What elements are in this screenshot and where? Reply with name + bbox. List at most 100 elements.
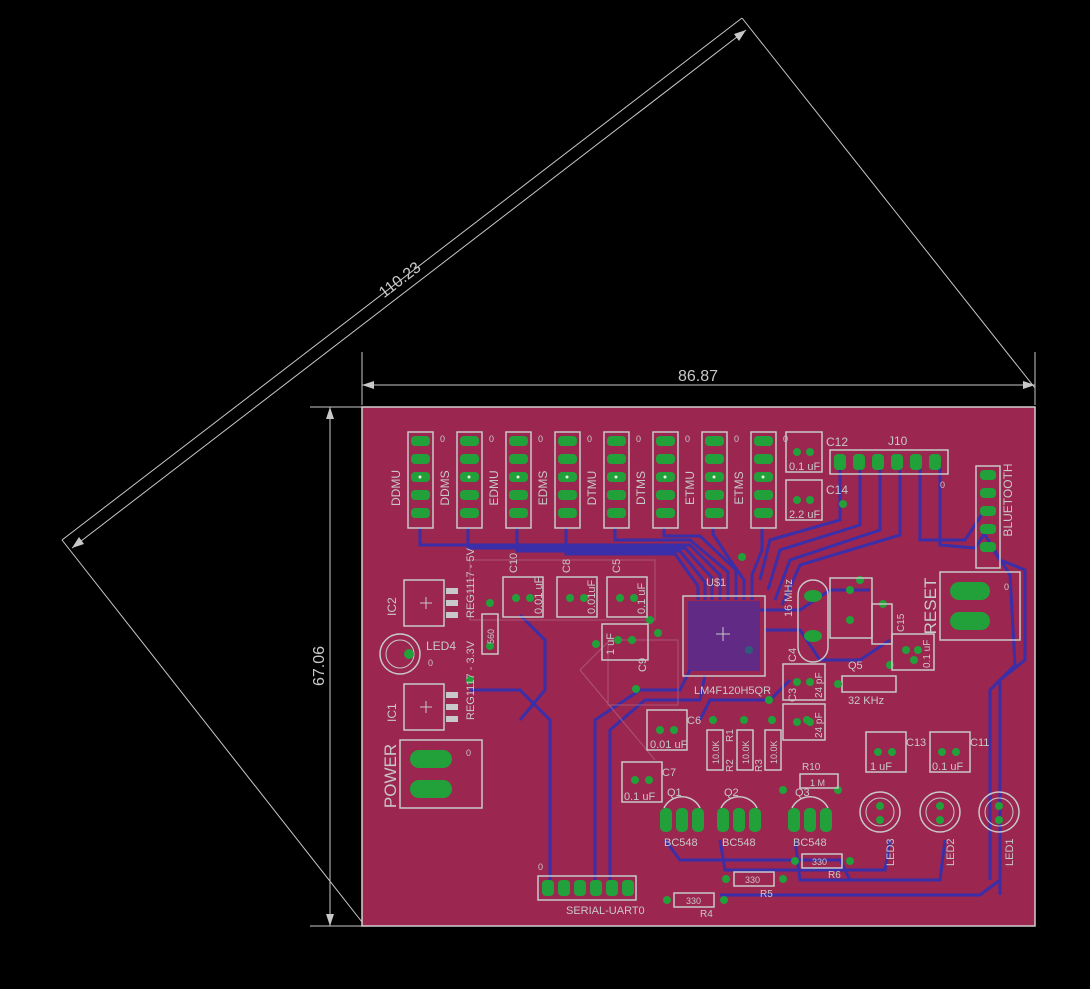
connector-bluetooth: BLUETOOTH <box>975 463 1015 569</box>
value-c8: 0.01uF <box>586 579 598 614</box>
type-q2: BC548 <box>722 837 756 849</box>
label-q1: Q1 <box>667 787 682 799</box>
label-r5: R5 <box>760 889 773 900</box>
component-c4: C4 24 pF <box>782 648 826 701</box>
label-led3: LED3 <box>885 838 897 866</box>
component-led3: LED3 <box>859 791 901 866</box>
label-c11: C11 <box>970 737 989 749</box>
switch-reset: RESET 0 <box>921 571 1021 641</box>
pin-label: 0 <box>587 434 592 444</box>
value-c12: 0.1 uF <box>789 461 820 473</box>
cap-cluster-right: C15 0.1 uF <box>829 577 935 671</box>
label-mcu: LM4F120H5QR <box>694 685 771 697</box>
header-edms: EDMS 0 <box>536 431 592 529</box>
label-c9: C9 <box>637 658 649 672</box>
header-label-dtmu: DTMU <box>585 471 599 506</box>
component-r5: 330 R5 <box>722 871 787 900</box>
value-r2: 10.0K <box>741 740 751 764</box>
value-c14: 2.2 uF <box>789 509 820 521</box>
diagonal-extension-c <box>61 539 363 923</box>
label-ic2: IC2 <box>385 597 399 616</box>
label-r4: R4 <box>700 909 713 920</box>
type-q1: BC548 <box>664 837 698 849</box>
connector-serial-uart0: SERIAL-UART0 0 <box>537 862 645 917</box>
value-c9: 1 uF <box>605 633 617 655</box>
component-r1: 10.0K R1 R2 <box>706 729 736 772</box>
label-q5: Q5 <box>848 660 863 672</box>
component-r-led4: 560 <box>481 613 499 655</box>
arrow-height-top <box>326 407 334 419</box>
arrow-diagonal-top <box>734 30 746 41</box>
value-r-led4: 560 <box>486 629 496 644</box>
label-led1: LED1 <box>1004 838 1016 866</box>
header-ddmu: DDMU 0 <box>389 431 445 529</box>
label-c10: C10 <box>508 553 520 573</box>
header-label-etmu: ETMU <box>683 471 697 505</box>
header-dtmu: DTMU 0 <box>585 431 641 529</box>
label-r2: R2 <box>725 759 736 772</box>
diagonal-extension-b <box>741 17 1036 389</box>
header-label-dtms: DTMS <box>634 471 648 505</box>
value-r10: 1 M <box>810 778 825 788</box>
label-r6: R6 <box>828 870 841 881</box>
header-label-etms: ETMS <box>732 471 746 504</box>
label-c6: C6 <box>687 715 701 727</box>
value-c4: 24 pF <box>814 672 825 698</box>
component-c9: 1 uF C9 <box>601 623 649 672</box>
label-reg33: REG1117 - 3.3V <box>465 640 477 720</box>
component-led4: LED4 0 <box>379 633 456 675</box>
dimension-arrows <box>72 30 1035 926</box>
component-c7: C7 0.1 uF <box>621 761 676 803</box>
component-c5: C5 0.1 uF <box>606 559 648 618</box>
label-ic1: IC1 <box>385 703 399 722</box>
width-dimension-text: 86.87 <box>678 368 718 385</box>
value-r3: 10.0K <box>769 740 779 764</box>
label-r1: R1 <box>725 729 736 742</box>
component-r4: 330 R4 <box>663 892 728 920</box>
label-q2: Q2 <box>724 787 739 799</box>
label-c8: C8 <box>561 559 573 573</box>
label-q3: Q3 <box>795 787 810 799</box>
crystal-32khz: Q5 32 KHz <box>834 660 897 707</box>
label-c12: C12 <box>826 435 848 449</box>
header-edmu: EDMU 0 <box>487 431 543 529</box>
label-r3: R3 <box>754 759 765 772</box>
pin-uart: 0 <box>538 862 543 872</box>
transistor-q2: Q2 BC548 <box>717 787 761 849</box>
component-r10: R10 1 M <box>799 762 839 789</box>
header-label-edmu: EDMU <box>487 470 501 505</box>
header-label-edms: EDMS <box>536 471 550 506</box>
arrow-width-left <box>362 381 374 389</box>
header-dtms: DTMS 0 <box>634 431 690 529</box>
component-c13: C13 1 uF <box>865 731 926 773</box>
value-c5: 0.1 uF <box>636 583 648 614</box>
header-columns: DDMU 0 DDMS 0 EDMU 0 <box>389 431 788 529</box>
component-c14: C14 2.2 uF <box>785 479 848 521</box>
component-r3: 10.0K <box>764 729 782 771</box>
component-c10: C10 0.01 uF <box>502 553 545 618</box>
label-reset: RESET <box>921 578 940 635</box>
label-xtal-32: 32 KHz <box>848 695 884 707</box>
label-c3: C3 <box>787 688 799 702</box>
label-xtal-16: 16 MHz <box>783 579 795 617</box>
label-j10: J10 <box>888 434 908 448</box>
label-uart: SERIAL-UART0 <box>566 905 645 917</box>
value-c15: 0.1 uF <box>922 640 933 668</box>
component-led2: LED2 <box>919 791 961 866</box>
pad-markers <box>418 475 765 479</box>
component-c3: C3 24 pF <box>782 688 826 741</box>
label-c5: C5 <box>611 559 623 573</box>
transistor-q1: Q1 BC548 <box>660 787 704 849</box>
label-c7: C7 <box>662 767 676 779</box>
pin-label: 0 <box>685 434 690 444</box>
value-c7: 0.1 uF <box>624 791 655 803</box>
label-us1: U$1 <box>706 577 726 589</box>
label-c4: C4 <box>787 648 799 662</box>
component-r2: 10.0K R3 <box>736 729 765 772</box>
dimension-lines <box>61 17 1036 927</box>
label-c14: C14 <box>826 483 848 497</box>
pin-power: 0 <box>466 748 471 758</box>
arrow-height-bottom <box>326 914 334 926</box>
